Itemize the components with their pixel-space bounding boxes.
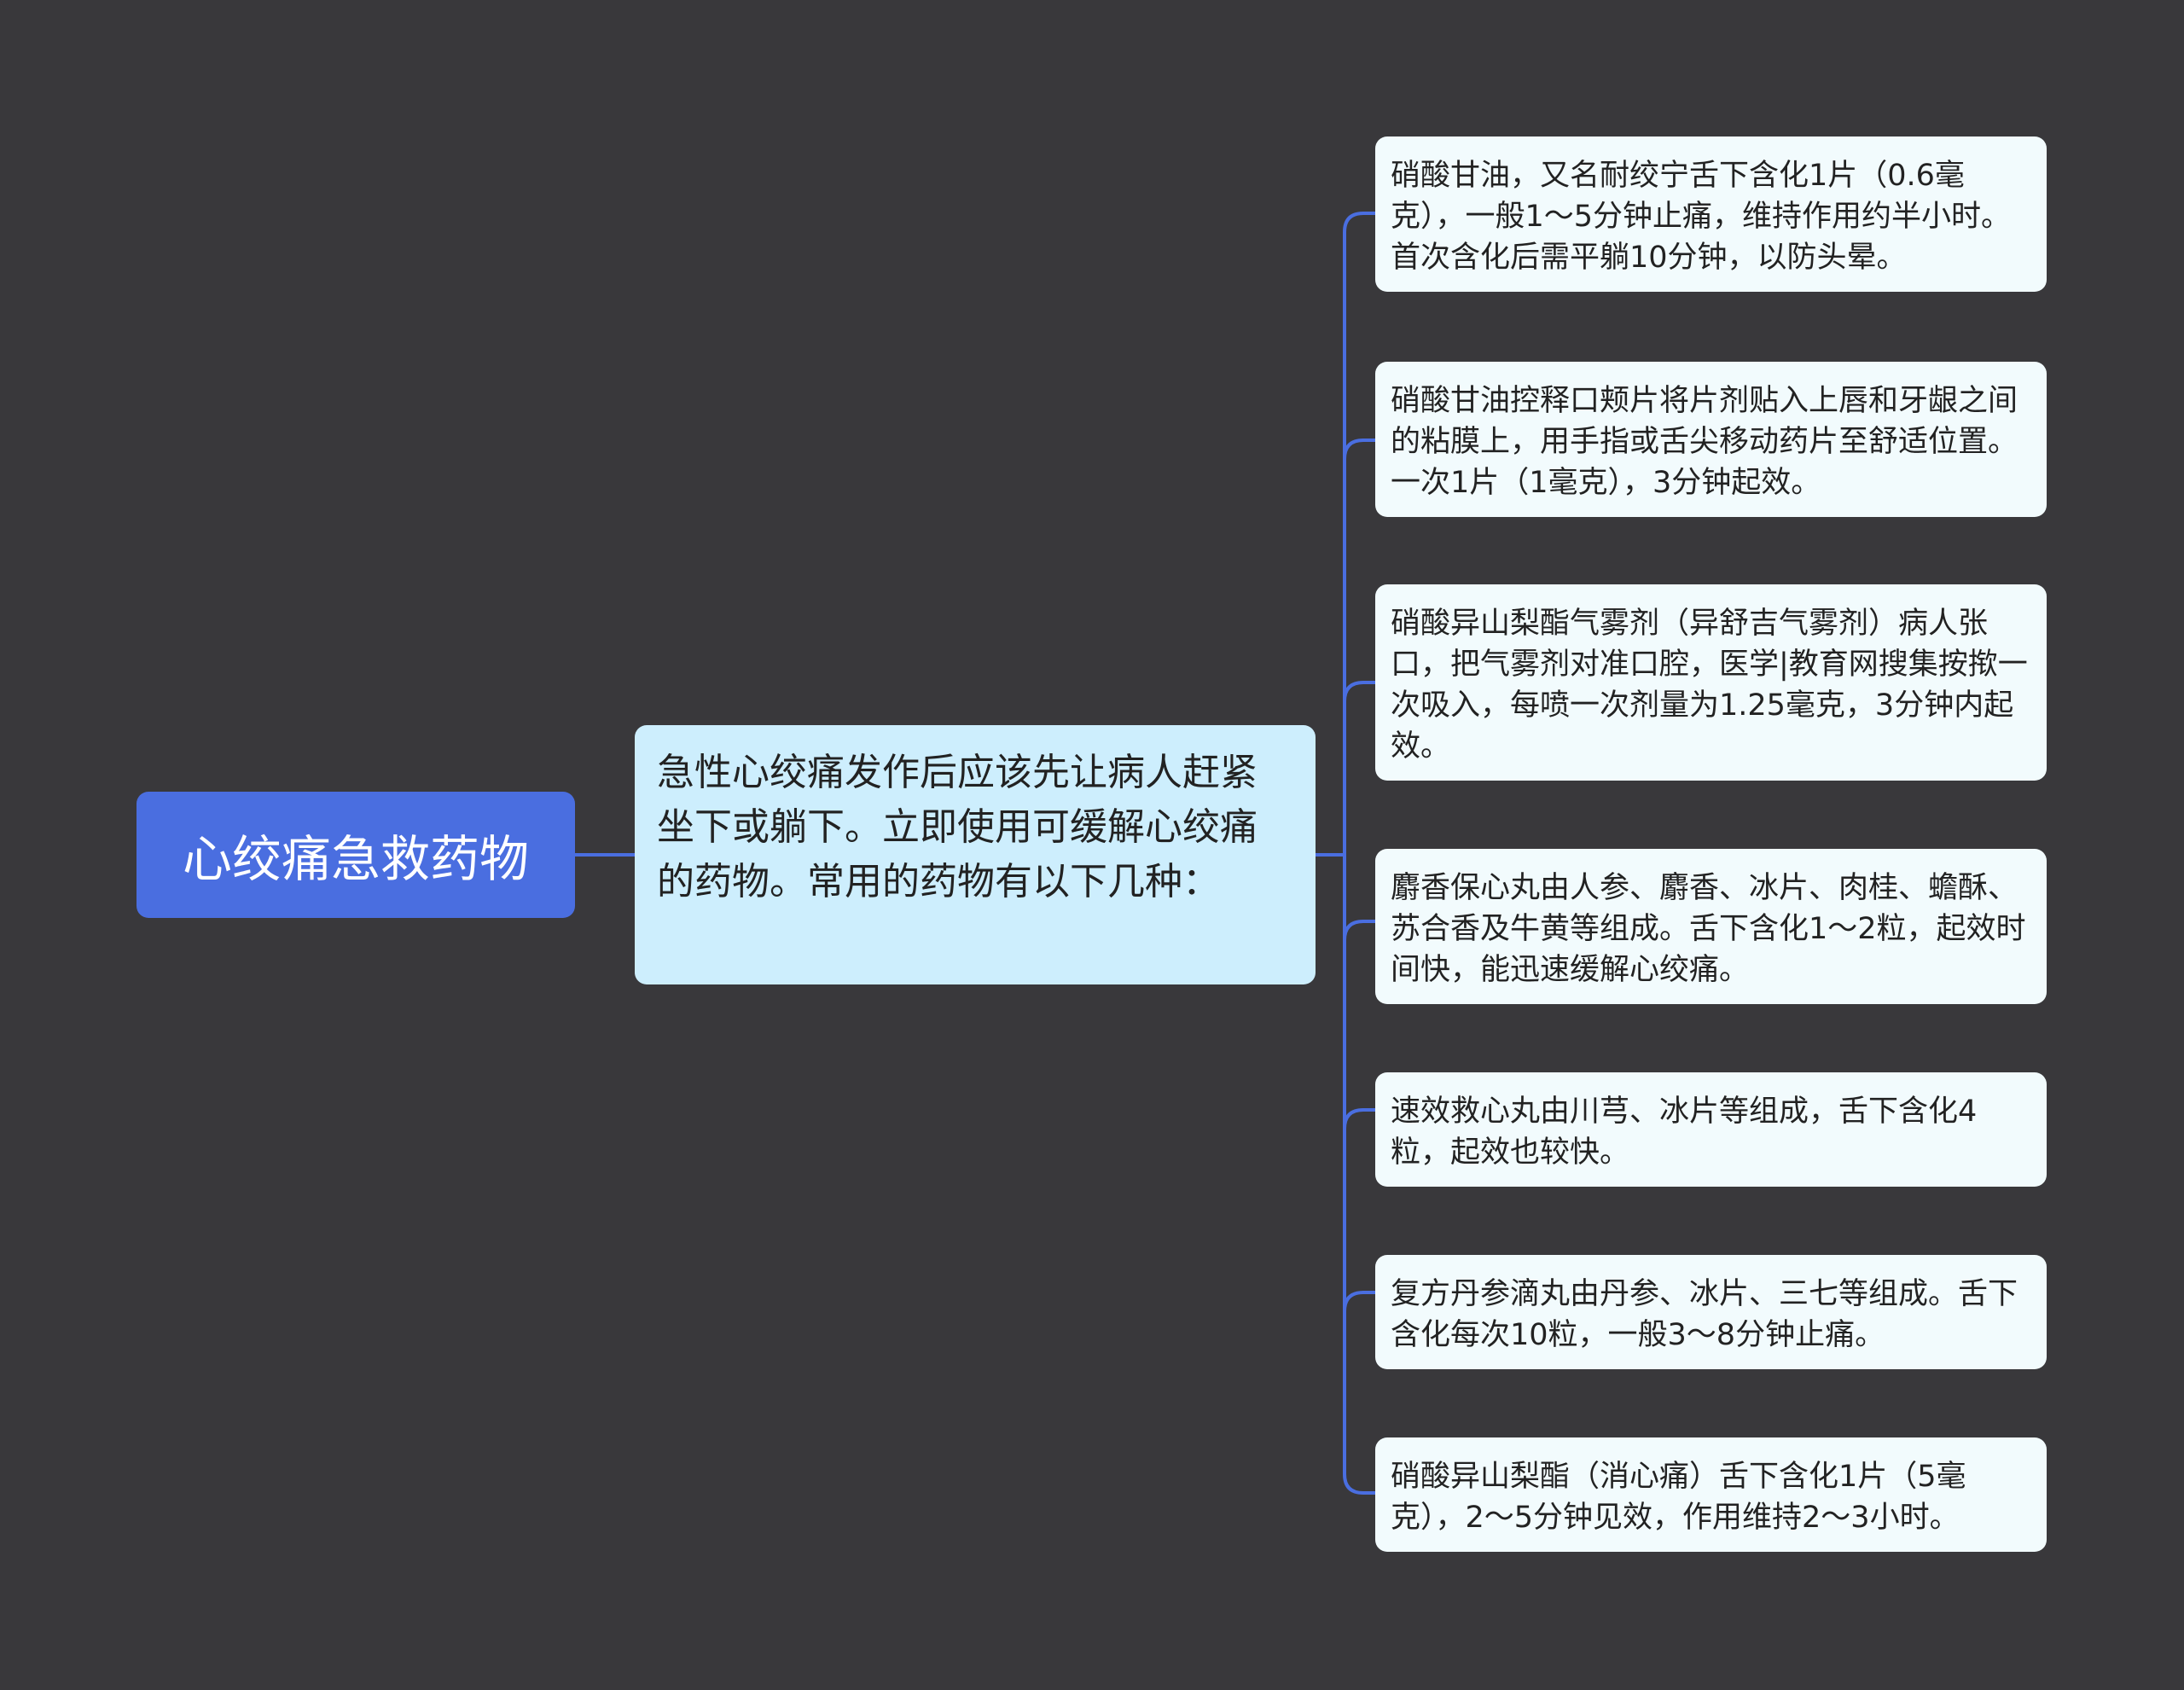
branch-to-leaf-3 [1343,681,1375,702]
leaf-topic-4[interactable]: 麝香保心丸由人参、麝香、冰片、肉桂、蟾酥、苏合香及牛黄等组成。舌下含化1～2粒，… [1375,849,2047,1004]
leaf-topic-1[interactable]: 硝酸甘油，又名耐绞宁舌下含化1片（0.6毫克），一般1～5分钟止痛，维持作用约半… [1375,136,2047,292]
leaf-topic-text: 速效救心丸由川芎、冰片等组成，舌下含化4粒，起效也较快。 [1391,1095,1978,1170]
center-topic[interactable]: 急性心绞痛发作后应该先让病人赶紧坐下或躺下。立即使用可缓解心绞痛的药物。常用的药… [635,725,1316,984]
branch-to-leaf-5 [1343,1108,1375,1130]
center-topic-text: 急性心绞痛发作后应该先让病人赶紧坐下或躺下。立即使用可缓解心绞痛的药物。常用的药… [657,751,1258,903]
leaf-topic-text: 硝酸异山梨酯（消心痛）舌下含化1片（5毫克），2～5分钟见效，作用维持2～3小时… [1391,1460,1966,1535]
branch-to-leaf-2 [1343,438,1375,460]
leaf-topic-text: 硝酸甘油控释口颊片将片剂贴入上唇和牙龈之间的粘膜上，用手指或舌尖移动药片至舒适位… [1391,384,2018,500]
branch-trunk [1343,212,1375,1495]
leaf-topic-3[interactable]: 硝酸异山梨酯气雾剂（异舒吉气雾剂）病人张口，把气雾剂对准口腔，医学|教育网搜集按… [1375,584,2047,781]
branch-to-leaf-6 [1343,1291,1375,1312]
leaf-topic-5[interactable]: 速效救心丸由川芎、冰片等组成，舌下含化4粒，起效也较快。 [1375,1072,2047,1187]
leaf-topic-text: 硝酸甘油，又名耐绞宁舌下含化1片（0.6毫克），一般1～5分钟止痛，维持作用约半… [1391,159,2012,275]
leaf-topic-text: 硝酸异山梨酯气雾剂（异舒吉气雾剂）病人张口，把气雾剂对准口腔，医学|教育网搜集按… [1391,607,2028,764]
root-topic[interactable]: 心绞痛急救药物 [136,792,575,918]
leaf-topic-text: 复方丹参滴丸由丹参、冰片、三七等组成。舌下含化每次10粒，一般3～8分钟止痛。 [1391,1277,2018,1352]
leaf-topic-6[interactable]: 复方丹参滴丸由丹参、冰片、三七等组成。舌下含化每次10粒，一般3～8分钟止痛。 [1375,1255,2047,1369]
leaf-topic-2[interactable]: 硝酸甘油控释口颊片将片剂贴入上唇和牙龈之间的粘膜上，用手指或舌尖移动药片至舒适位… [1375,362,2047,517]
leaf-topic-7[interactable]: 硝酸异山梨酯（消心痛）舌下含化1片（5毫克），2～5分钟见效，作用维持2～3小时… [1375,1437,2047,1552]
root-topic-label: 心绞痛急救药物 [182,830,529,888]
branch-to-leaf-4 [1343,920,1375,941]
leaf-topic-text: 麝香保心丸由人参、麝香、冰片、肉桂、蟾酥、苏合香及牛黄等组成。舌下含化1～2粒，… [1391,871,2026,987]
